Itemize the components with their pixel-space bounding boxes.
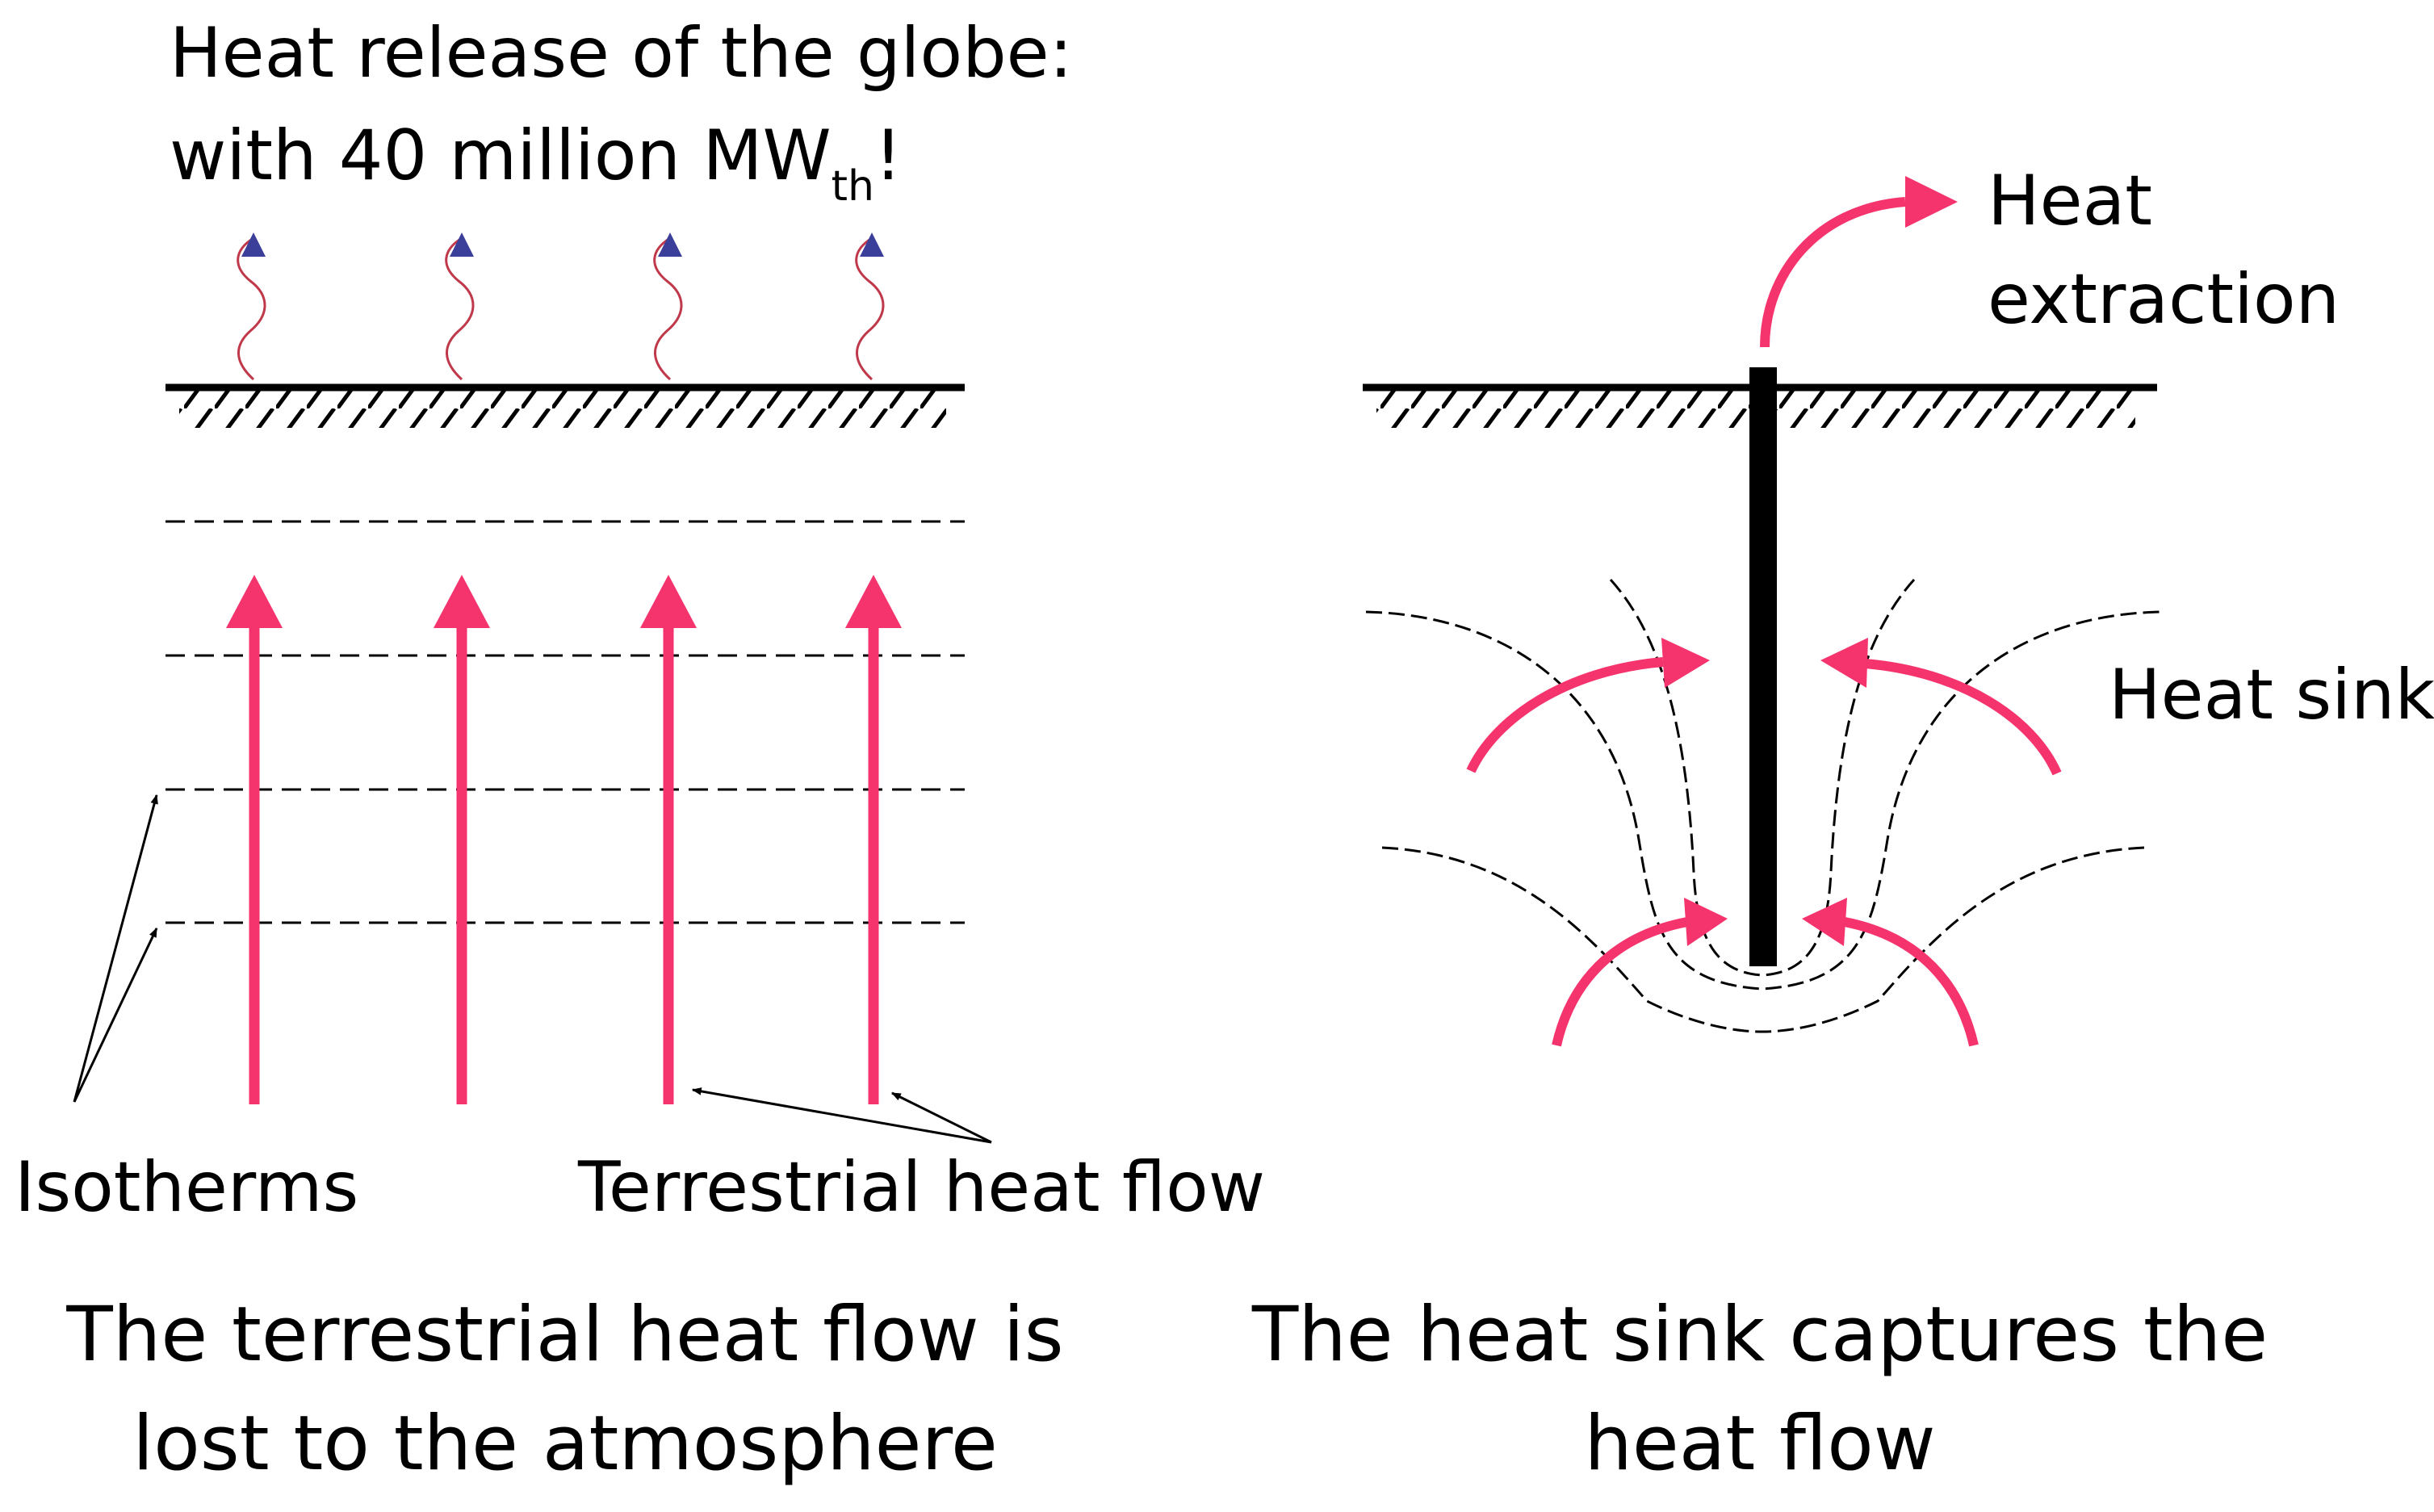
right-caption-line2: heat flow xyxy=(1584,1400,1935,1488)
left-caption-line2: lost to the atmosphere xyxy=(132,1400,998,1488)
heat-release-wave-icon xyxy=(855,232,885,381)
isotherms-label: Isotherms xyxy=(15,1147,358,1228)
heat-release-title-line1: Heat release of the globe: xyxy=(170,13,1073,94)
heat-release-subscript: th xyxy=(832,162,874,211)
heat-flow-arrow-icon xyxy=(845,575,902,1104)
borehole-pipe-icon xyxy=(1749,367,1777,966)
curved-heat-arrow-icon xyxy=(1820,638,2062,776)
heat-release-wave-icon xyxy=(653,232,683,381)
isotherms-pointer-lines xyxy=(73,794,158,1103)
heat-release-title-line2: with 40 million MWth! xyxy=(170,115,902,211)
right-isotherms xyxy=(1365,578,2161,1033)
isotherm-curve xyxy=(1609,578,1916,977)
heat-extraction-label-line2: extraction xyxy=(1988,259,2340,340)
heat-flow-arrow-icon xyxy=(226,575,283,1104)
left-ground-surface xyxy=(165,383,965,428)
right-panel: Heat extraction Heat sink The heat sink … xyxy=(1251,161,2434,1488)
heat-release-wave-icon xyxy=(445,232,475,381)
terrestrial-heat-flow-label: Terrestrial heat flow xyxy=(577,1147,1265,1228)
left-isotherms xyxy=(165,520,965,924)
heat-extraction-arrow-icon xyxy=(1760,176,1958,348)
right-caption-line1: The heat sink captures the xyxy=(1251,1291,2268,1379)
heat-release-amount: with 40 million MW xyxy=(170,115,832,196)
heat-flow-arrow-icon xyxy=(640,575,697,1104)
left-panel: Heat release of the globe: with 40 milli… xyxy=(15,13,1265,1488)
isotherm-curve xyxy=(1365,610,2161,991)
heat-extraction-label-line1: Heat xyxy=(1988,161,2152,241)
heat-release-wave-icon xyxy=(237,232,266,381)
curved-heat-arrow-icon xyxy=(1802,898,1979,1047)
isotherm-curve xyxy=(1381,846,2145,1033)
heat-release-exclamation: ! xyxy=(874,115,902,196)
curved-heat-arrow-icon xyxy=(1466,638,1710,773)
left-caption-line1: The terrestrial heat flow is xyxy=(65,1291,1063,1379)
curved-heat-arrow-icon xyxy=(1552,898,1728,1047)
terrestrial-heat-flow-arrows xyxy=(226,575,902,1104)
heat-flow-pointer-lines xyxy=(691,1087,992,1144)
heat-sink-arrows xyxy=(1466,176,2062,1047)
heat-sink-label: Heat sink xyxy=(2109,655,2434,735)
heat-flow-arrow-icon xyxy=(434,575,490,1104)
heat-release-waves xyxy=(237,232,885,381)
